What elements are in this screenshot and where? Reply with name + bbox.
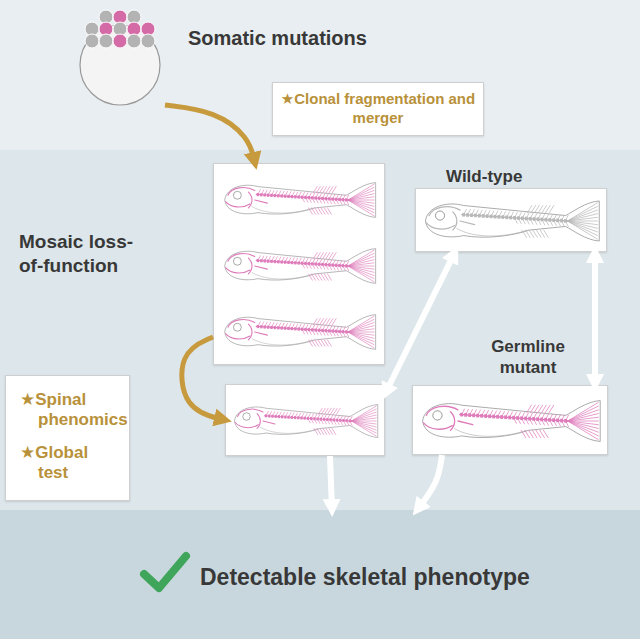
comparison-arrow <box>417 455 442 510</box>
process-arrow <box>165 105 255 163</box>
heading-label: Somatic mutations <box>188 27 367 50</box>
check-mark <box>138 548 192 596</box>
result-label: Detectable skeletal phenotype <box>200 564 530 591</box>
comparison-arrow <box>592 252 598 385</box>
method-label: ★Global test <box>20 443 115 484</box>
process-arrow <box>182 337 225 420</box>
fish-skeleton <box>230 391 380 451</box>
fish-skeleton <box>220 306 378 358</box>
mosaic-fish-box: Mosaic loss-of-function <box>213 163 385 365</box>
method-box: ★Clonal fragmentation and merger <box>272 82 484 136</box>
analysis-box: ★Spinal phenomics ★Global test <box>5 375 130 501</box>
result-band: Detectable skeletal phenotype <box>0 510 640 639</box>
fish-skeleton <box>420 192 602 250</box>
wildtype-fish-box: Wild-type <box>415 188 607 252</box>
germline-fish-box: Germline mutant <box>412 385 608 455</box>
fish-skeleton <box>220 174 378 226</box>
comparison-arrow <box>330 456 332 510</box>
top-band <box>0 0 640 150</box>
heading-label: Germline mutant <box>473 337 583 378</box>
mosaic-result-box <box>225 384 385 456</box>
heading-label: Mosaic loss-of-function <box>19 230 139 278</box>
fish-skeleton <box>220 240 378 292</box>
method-label: ★Clonal fragmentation and merger <box>279 90 477 128</box>
fish-skeleton <box>417 391 603 451</box>
comparison-arrow <box>385 252 455 394</box>
middle-band <box>0 150 640 510</box>
embryo-illustration <box>70 5 174 109</box>
heading-label: Wild-type <box>446 167 522 187</box>
method-label: ★Spinal phenomics <box>20 390 115 431</box>
